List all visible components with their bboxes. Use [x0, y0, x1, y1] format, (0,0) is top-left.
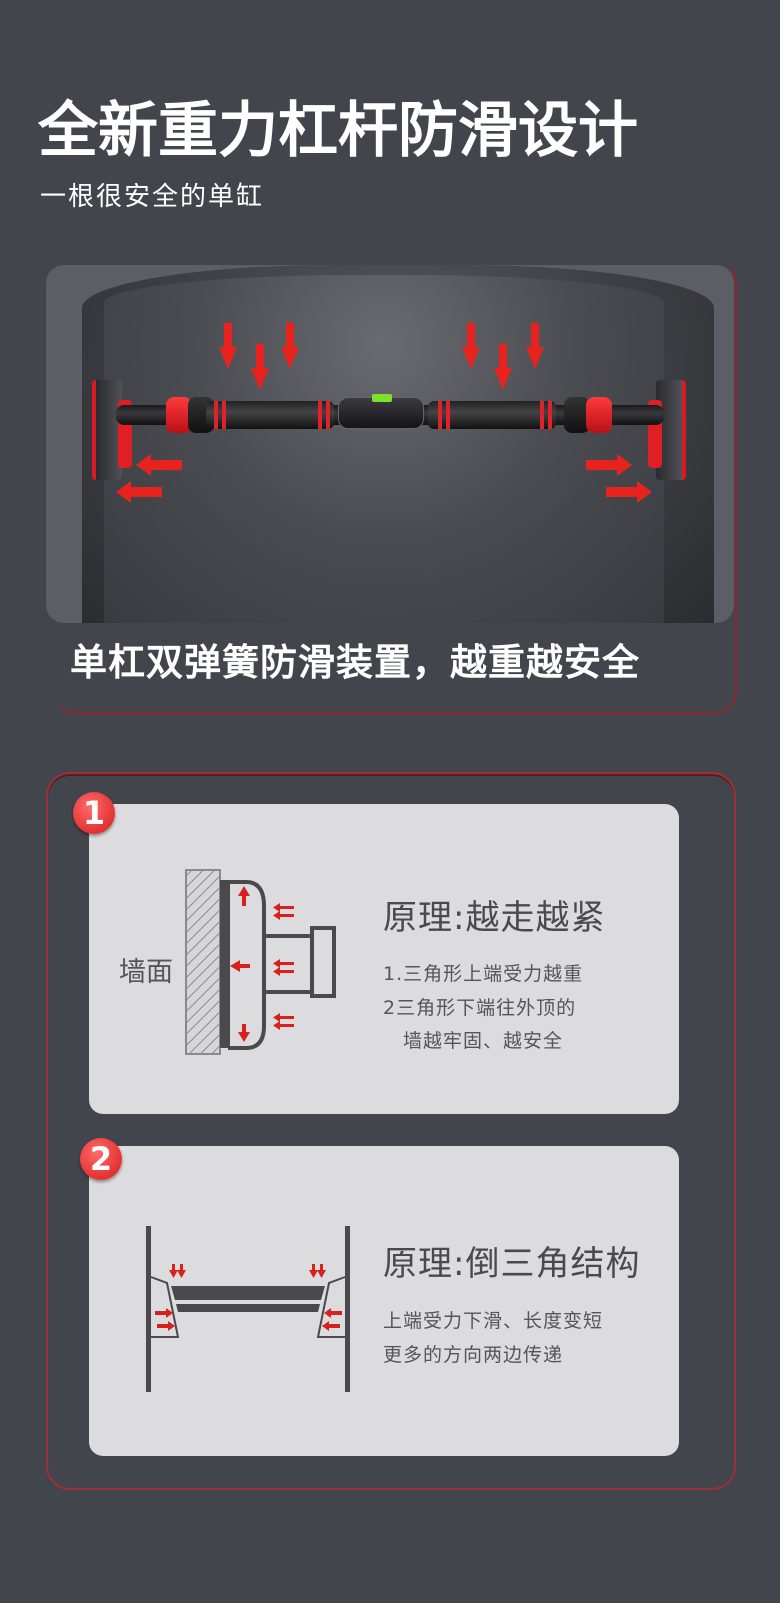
grip-ring — [222, 401, 226, 429]
arrow-down-icon — [494, 344, 512, 390]
product-photo — [46, 265, 734, 623]
door-opening — [104, 275, 664, 623]
grip-ring — [438, 401, 442, 429]
principle-card-1: 墙面 原理:越走越紧 1.三角形上端受力越重 2三角形下端往外顶的 墙越牢固、越… — [89, 804, 679, 1114]
grip-ring — [548, 401, 552, 429]
page-subtitle: 一根很安全的单缸 — [40, 182, 265, 212]
grip-ring — [326, 401, 330, 429]
principle-1-line-3: 墙越牢固、越安全 — [403, 1030, 564, 1052]
right-lock-nut — [564, 397, 590, 433]
left-red-knob — [166, 397, 192, 433]
left-grip — [206, 401, 334, 429]
badge-1: 1 — [73, 792, 115, 834]
principle-2-title: 原理:倒三角结构 — [383, 1244, 641, 1284]
arrow-left-icon — [116, 481, 162, 503]
page-title: 全新重力杠杆防滑设计 — [38, 96, 638, 166]
principle-1-line-2: 2三角形下端往外顶的 — [383, 997, 577, 1019]
level-bubble-icon — [372, 394, 392, 402]
photo-frame — [53, 262, 737, 714]
wall-bracket-diagram — [185, 869, 336, 1055]
arrow-left-icon — [136, 454, 182, 476]
arrow-down-icon — [219, 323, 237, 369]
grip-ring — [214, 401, 218, 429]
arrow-right-icon — [586, 454, 632, 476]
principle-2-line-2: 更多的方向两边传递 — [383, 1344, 564, 1366]
inverted-triangle-diagram — [146, 1226, 350, 1392]
wall-label: 墙面 — [119, 957, 173, 988]
badge-2: 2 — [80, 1138, 122, 1180]
grip-ring — [318, 401, 322, 429]
arrow-down-icon — [462, 323, 480, 369]
grip-ring — [446, 401, 450, 429]
arrow-down-icon — [251, 344, 269, 390]
left-bracket — [92, 380, 122, 480]
principles-frame — [46, 772, 736, 1490]
arrow-down-icon — [526, 323, 544, 369]
spirit-level — [338, 394, 424, 429]
photo-caption: 单杠双弹簧防滑装置，越重越安全 — [70, 641, 640, 684]
principle-card-2: 原理:倒三角结构 上端受力下滑、长度变短 更多的方向两边传递 — [89, 1146, 679, 1456]
principle-2-line-1: 上端受力下滑、长度变短 — [383, 1310, 604, 1332]
principle-1-line-1: 1.三角形上端受力越重 — [383, 963, 584, 985]
right-red-knob — [586, 397, 612, 433]
grip-ring — [540, 401, 544, 429]
principle-1-title: 原理:越走越紧 — [383, 898, 606, 938]
arrow-right-icon — [606, 481, 652, 503]
arrow-down-icon — [281, 323, 299, 369]
